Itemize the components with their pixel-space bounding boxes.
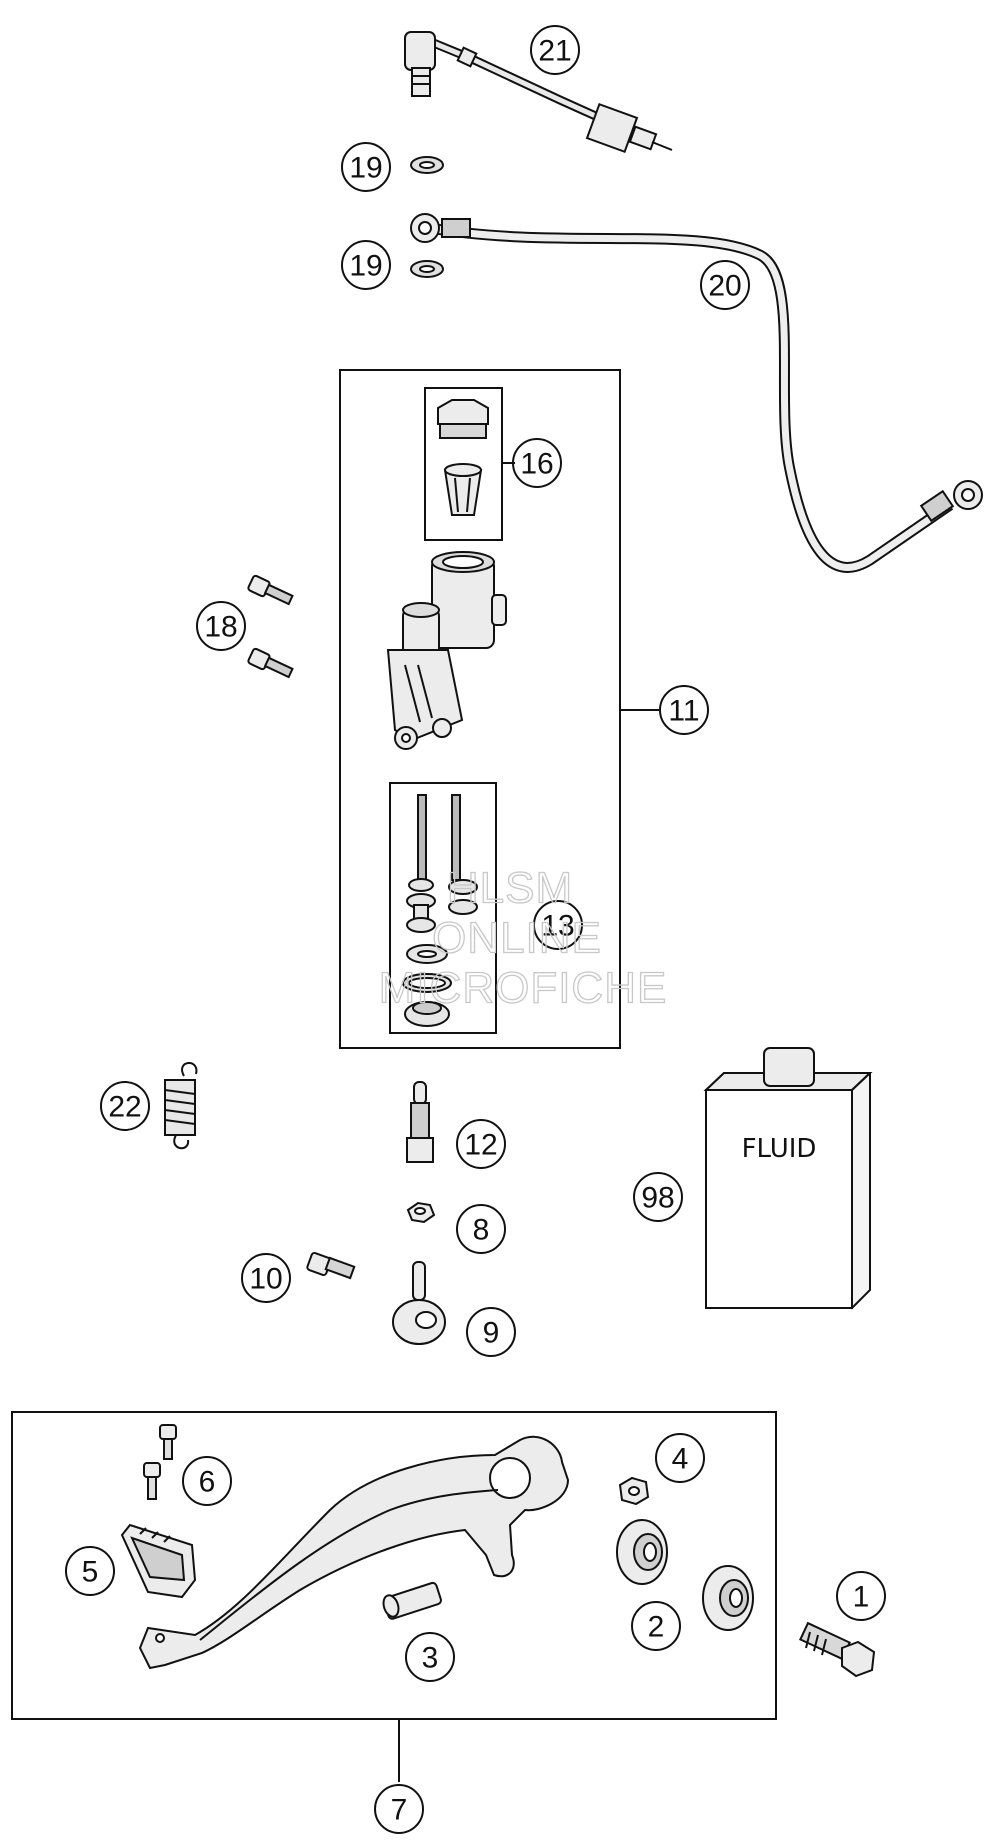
callout-19b: 19 [349, 250, 382, 283]
callout-circle-10 [241, 1253, 291, 1303]
callout-circle-12 [456, 1119, 506, 1169]
spring-part [164, 1062, 198, 1150]
callout-circle-11 [659, 685, 709, 735]
callout-1: 1 [853, 1581, 870, 1614]
callout-19a: 19 [349, 152, 382, 185]
callout-circle-16 [512, 438, 562, 488]
callout-16: 16 [520, 448, 553, 481]
callout-3: 3 [422, 1642, 439, 1675]
callout-circle-21 [530, 25, 580, 75]
callout-18: 18 [204, 611, 237, 644]
callout-circle-8 [456, 1204, 506, 1254]
screw-part-6a [159, 1424, 177, 1460]
callout-circle-6 [182, 1456, 232, 1506]
callout-10: 10 [249, 1263, 282, 1296]
brake-hose-part [410, 213, 983, 573]
callout-5: 5 [82, 1556, 99, 1589]
callout-11: 11 [668, 695, 699, 728]
callout-circle-22 [100, 1081, 150, 1131]
brake-pedal-part [138, 1435, 570, 1670]
screw-part-lower [247, 647, 294, 679]
callout-2: 2 [648, 1611, 665, 1644]
callout-6: 6 [199, 1466, 216, 1499]
master-cylinder-body-part [386, 551, 507, 750]
callout-circle-2 [631, 1601, 681, 1651]
screw-part-upper [247, 574, 294, 606]
callout-circle-19a [341, 142, 391, 192]
repair-kit-part [402, 794, 478, 1027]
callout-22: 22 [108, 1091, 141, 1124]
callout-circle-4 [655, 1433, 705, 1483]
callout-circle-20 [700, 260, 750, 310]
callout-circle-3 [405, 1632, 455, 1682]
banjo-bolt-part [306, 1251, 356, 1280]
callout-20: 20 [708, 270, 741, 303]
callout-12: 12 [464, 1129, 497, 1162]
pin-part [382, 1581, 442, 1620]
watermark-line-2: ONLINE [432, 914, 602, 963]
callout-circle-13 [533, 900, 583, 950]
callout-circle-7 [374, 1784, 424, 1834]
watermark-line-3: MICROFICHE [379, 964, 668, 1013]
repair-kit-group-frame [389, 782, 497, 1034]
callout-21: 21 [538, 35, 571, 68]
callout-9: 9 [483, 1317, 500, 1350]
pedal-tip-part [120, 1523, 197, 1599]
callout-circle-1 [836, 1571, 886, 1621]
reservoir-cap-part [437, 399, 489, 516]
callout-4: 4 [672, 1443, 689, 1476]
screw-part-6b [143, 1462, 161, 1500]
fluid-label: FLUID [742, 1134, 817, 1164]
banjo-fitting-part [392, 1261, 446, 1345]
callout-98: 98 [641, 1182, 674, 1215]
callout-circle-9 [466, 1307, 516, 1357]
bleeder-screw-part [406, 1081, 434, 1163]
callout-circle-18 [196, 601, 246, 651]
bearing-part-a [616, 1519, 668, 1585]
watermark-line-1: HLSM [447, 864, 573, 913]
callout-13: 13 [541, 910, 574, 943]
brake-light-switch-part [404, 30, 673, 154]
pedal-nut-part [618, 1476, 650, 1506]
pivot-bolt-part [799, 1621, 876, 1678]
nut-part [406, 1201, 436, 1224]
callout-circle-98 [633, 1172, 683, 1222]
callout-circle-5 [65, 1546, 115, 1596]
callout-circle-19b [341, 240, 391, 290]
brake-pedal-group-frame [11, 1411, 777, 1720]
callout-7: 7 [391, 1794, 408, 1827]
callout-8: 8 [473, 1214, 490, 1247]
brake-fluid-bottle-part [703, 1047, 873, 1310]
bearing-part-b [702, 1565, 754, 1631]
